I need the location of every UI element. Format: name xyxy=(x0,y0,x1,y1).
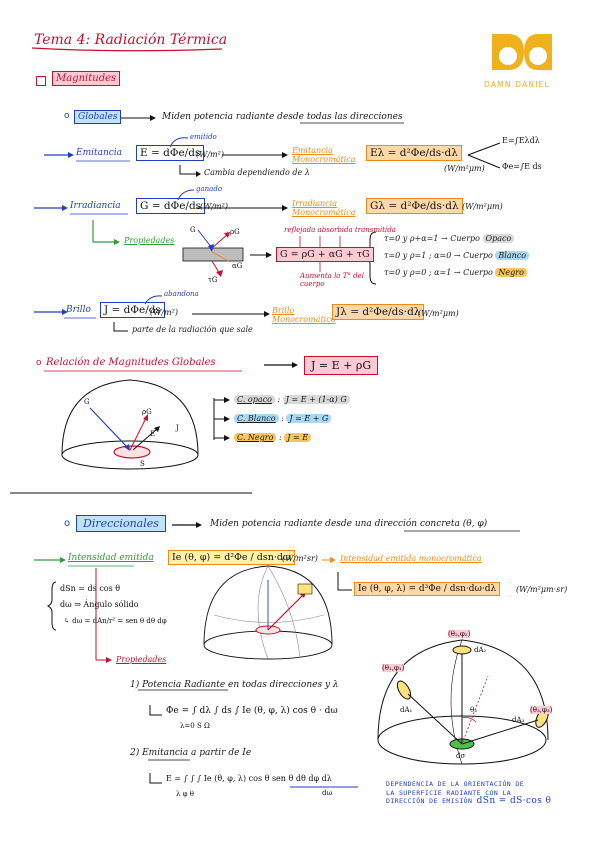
p2-limits: λ φ θ xyxy=(176,790,195,798)
bullet-circle-icon: o xyxy=(36,358,42,368)
rel-diag-rho: ρG xyxy=(142,408,152,416)
section-globales: Globales xyxy=(74,110,122,124)
irradiancia-label: Irradiancia xyxy=(70,201,121,211)
rel-item-opaco: C. opaco : J = E + (1-α) G xyxy=(234,395,350,404)
rule-blanco: τ=0 y ρ=1 ; α=0 → Cuerpo Blanco xyxy=(384,251,530,260)
p1-limits: λ=0 S Ω xyxy=(180,722,210,730)
emitido-note: emitido xyxy=(190,133,217,141)
fig-label-t2: (θ₂,φ₂) xyxy=(448,630,471,638)
fig-label-t3: (θ₃,φ₃) xyxy=(530,706,553,714)
emitancia-label: Emitancia xyxy=(76,148,123,158)
intensidad-label: Intensidad emitida xyxy=(68,553,154,563)
rel-diag-j: J xyxy=(176,424,179,432)
logo xyxy=(488,32,558,76)
irradiancia-balance-eq: G = ρG + αG + τG xyxy=(276,247,374,262)
brillo-label: Brillo xyxy=(66,305,91,315)
intensidad-mono-formula: Ie (θ, φ, λ) = d³Φe / dsn·dω·dλ xyxy=(354,582,501,596)
diag-g-label: G xyxy=(190,226,196,234)
intensidad-mono-label: Intensidad emitida monocromática xyxy=(340,554,482,563)
irradiancia-mono-formula: Gλ = d²Φe/ds·dλ xyxy=(366,198,463,214)
intensidad-units: (W/m²sr) xyxy=(282,554,318,563)
irradiancia-mono-label: Irradiancia Monocromática xyxy=(292,199,356,217)
rel-diag-s: S xyxy=(140,460,145,468)
irradiancia-units: (W/m²) xyxy=(200,202,228,211)
section-magnitudes: Magnitudes xyxy=(52,71,121,86)
brillo-units: (W/m²) xyxy=(150,308,178,317)
body-rules: τ=0 y ρ+α=1 → Cuerpo Opaco τ=0 y ρ=1 ; α… xyxy=(384,234,530,277)
logo-text: DAMN DANIEL xyxy=(484,80,550,89)
p2-under: dω xyxy=(322,789,333,797)
logo-icon xyxy=(492,34,552,70)
p2-formula: E = ∫ ∫ ∫ Ie (θ, φ, λ) cos θ sen θ dθ dφ… xyxy=(166,774,332,783)
fig-label-t1: (θ₁,φ₁) xyxy=(382,664,405,672)
abandona-note: abandona xyxy=(164,290,199,298)
def-domega: dω ⇒ Ángulo sólido xyxy=(60,600,139,609)
diag-alpha-label: αG xyxy=(232,262,243,270)
def-dsn: dSn = ds cos θ xyxy=(60,584,121,593)
brillo-formula: J = dΦe/ds xyxy=(100,302,165,318)
aumenta-note: Aumenta la T° del cuerpo xyxy=(300,272,364,288)
rel-diag-e: E xyxy=(150,430,156,438)
ganado-note: ganado xyxy=(196,185,223,193)
relacion-formula: J = E + ρG xyxy=(304,356,379,375)
emitancia-units: (W/m²) xyxy=(196,150,224,159)
globales-desc: Miden potencia radiante desde todas las … xyxy=(162,112,403,122)
fig-label-da3: dA₃ xyxy=(512,716,525,724)
rel-phi-integral: Φe=∫E ds xyxy=(502,162,542,171)
bullet-circle-icon: o xyxy=(64,518,71,529)
p2-title: 2) Emitancia a partir de Ie xyxy=(130,748,252,758)
bullet-square-icon xyxy=(36,76,46,86)
rel-diag-g: G xyxy=(84,398,90,406)
section-direccionales: Direccionales xyxy=(76,515,166,532)
fig-label-theta2: θ₂ xyxy=(470,706,478,714)
fig-label-dsigma: dσ xyxy=(456,752,466,760)
def-domega-expr: ↳ dω = dAn/r² = sen θ dθ dφ xyxy=(64,617,167,625)
fig-label-da1: dA₁ xyxy=(400,706,413,714)
brillo-mono-label: Brillo Monocromático xyxy=(272,306,336,324)
p1-title: 1) Potencia Radiante en todas direccione… xyxy=(130,680,339,690)
rel-item-blanco: C. Blanco : J = E + G xyxy=(234,414,332,423)
parte-note: parte de la radiación que sale xyxy=(132,325,253,334)
rel-item-negro: C. Negro : J = E xyxy=(234,433,312,442)
rule-opaco: τ=0 y ρ+α=1 → Cuerpo Opaco xyxy=(384,234,529,243)
emitancia-mono-label: Emitancia Monocromática xyxy=(292,146,356,164)
brillo-mono-units: (W/m²μm) xyxy=(418,309,459,318)
page-title: Tema 4: Radiación Térmica xyxy=(34,32,228,48)
emitancia-mono-formula: Eλ = d²Φe/ds·dλ xyxy=(366,145,462,161)
diag-rho-label: ρG xyxy=(230,228,240,236)
fig-label-da2: dA₂ xyxy=(474,646,487,654)
direccionales-desc: Miden potencia radiante desde una direcc… xyxy=(210,519,488,529)
emitancia-mono-units: (W/m²μm) xyxy=(444,164,485,173)
emitancia-formula: E = dΦe/ds xyxy=(136,145,205,161)
bullet-circle-icon: o xyxy=(64,111,70,121)
relacion-label: Relación de Magnitudes Globales xyxy=(46,357,216,368)
p1-formula: Φe = ∫ dλ ∫ ds ∫ Ie (θ, φ, λ) cos θ · dω xyxy=(166,706,338,716)
irradiancia-formula: G = dΦe/ds xyxy=(136,198,206,214)
figure-caption: DEPENDENCIA DE LA ORIENTACIÓN DE LA SUPE… xyxy=(386,780,552,806)
rule-negro: τ=0 y ρ=0 ; α=1 → Cuerpo Negro xyxy=(384,268,529,277)
cambia-note: Cambia dependiendo de λ xyxy=(204,168,310,177)
dir-propiedades-label: Propiedades xyxy=(116,655,167,664)
intensidad-formula: Ie (θ, φ) = d²Φe / dsn·dω xyxy=(168,550,295,565)
intensidad-mono-units: (W/m²μm·sr) xyxy=(516,585,568,594)
reflejada-note: reflejada absorbida transmitida xyxy=(284,226,396,234)
propiedades-label: Propiedades xyxy=(124,236,175,245)
irradiancia-mono-units: (W/m²μm) xyxy=(462,202,503,211)
brillo-mono-formula: Jλ = d²Φe/ds·dλ xyxy=(332,304,425,320)
diag-tau-label: τG xyxy=(208,276,218,284)
rel-e-integral: E=∫Eλdλ xyxy=(502,136,540,145)
